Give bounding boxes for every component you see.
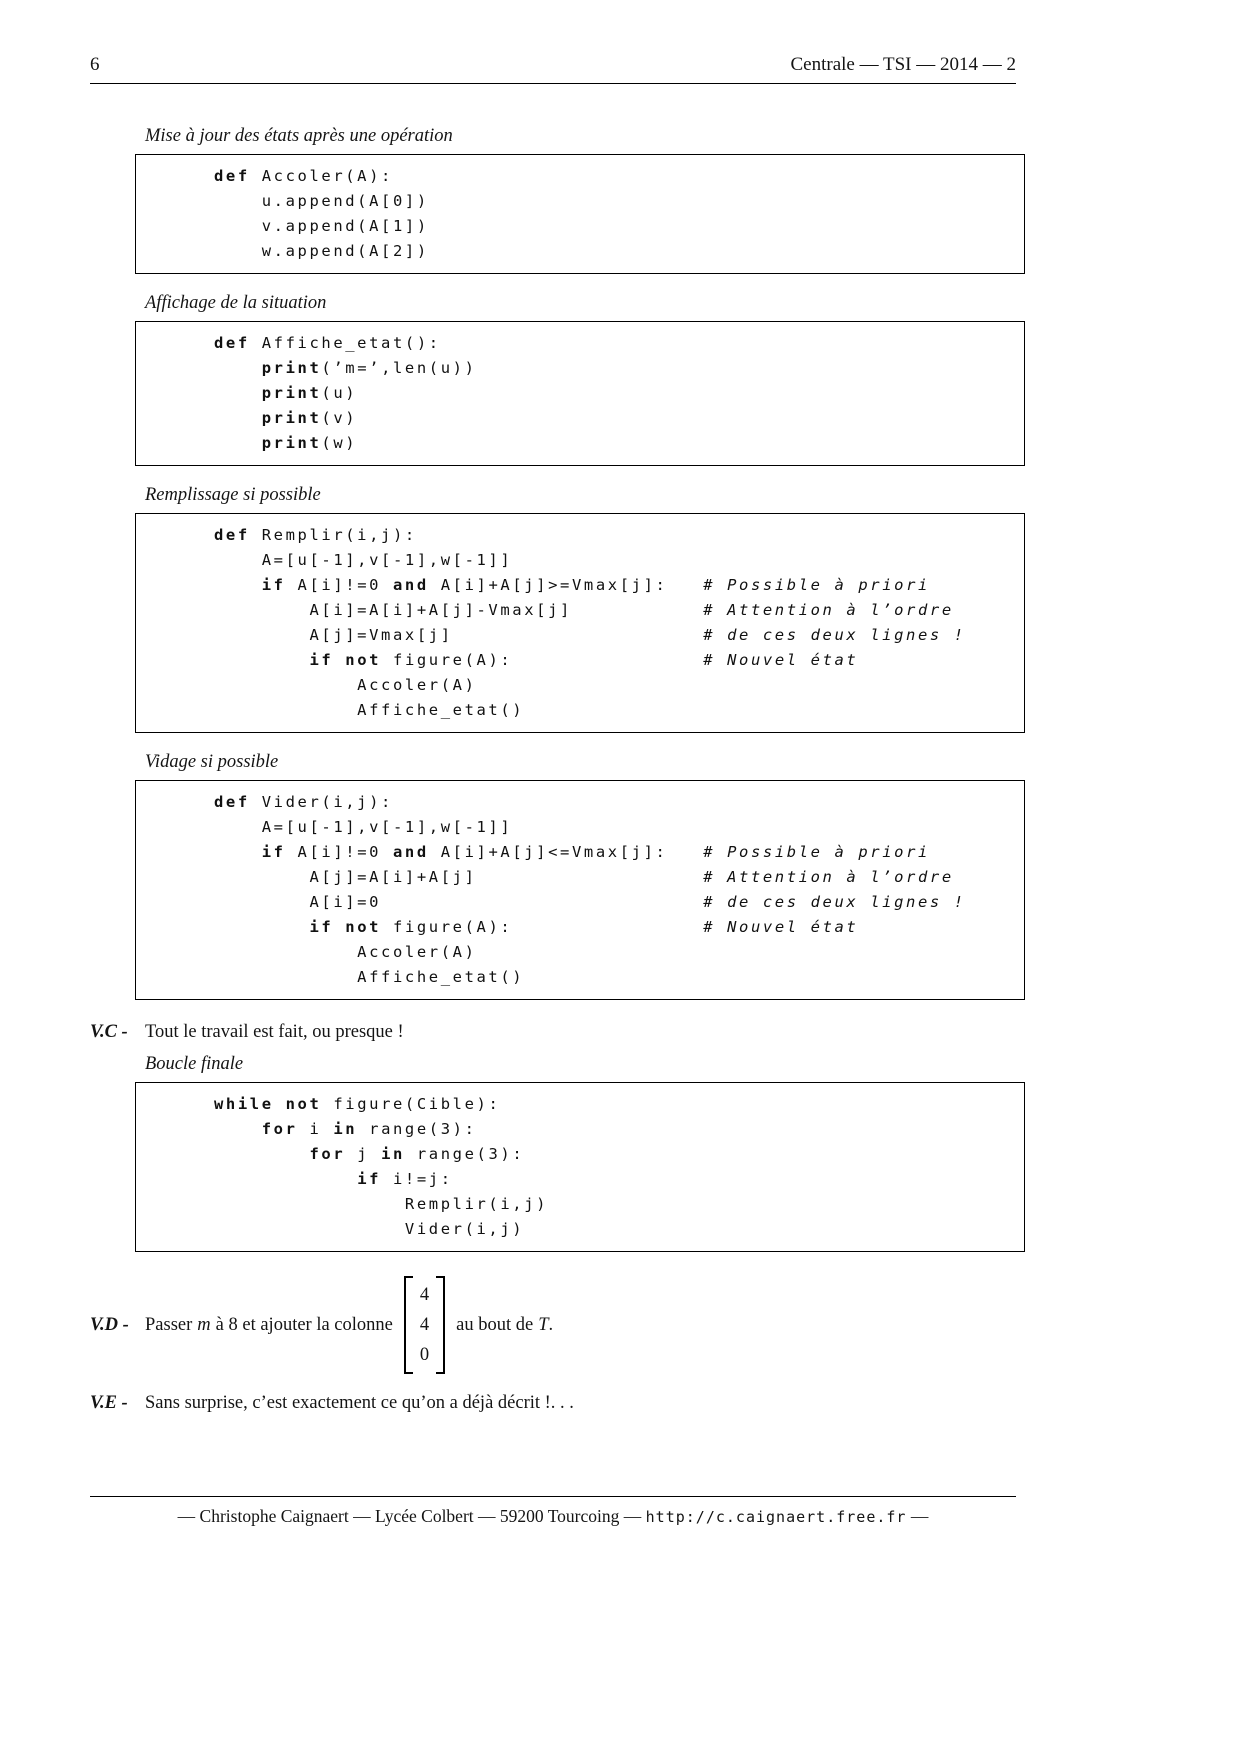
section-heading-remplissage: Remplissage si possible — [145, 485, 321, 505]
vector-left-bracket — [403, 1276, 413, 1374]
paragraph-text-ve: Sans surprise, c’est exactement ce qu’on… — [145, 1393, 574, 1413]
code-line: if not figure(A): # Nouvel état — [309, 918, 859, 936]
vd-text-part3: au bout de — [456, 1315, 534, 1335]
vd-variable-m: m — [197, 1315, 211, 1335]
vector-rows: 4 4 0 — [413, 1276, 436, 1374]
code-line: A[i]=A[i]+A[j]-Vmax[j] # Attention à l’o… — [214, 601, 954, 619]
paragraph-vc: V.C - Tout le travail est fait, ou presq… — [90, 1019, 1240, 1045]
page-header: 6 Centrale — TSI — 2014 — 2 — [90, 54, 1016, 84]
vd-text-part1: Passer — [145, 1315, 193, 1335]
vector-right-bracket — [436, 1276, 446, 1374]
footer-trailing-dash: — — [906, 1506, 929, 1526]
code-box-vider: def Vider(i,j): A=[u[-1],v[-1],w[-1]] if… — [135, 780, 1025, 1000]
code-line: print(u) — [261, 384, 358, 402]
code-line: A[i]=0 # de ces deux lignes ! — [214, 893, 966, 911]
code-box-boucle-finale: while not figure(Cible): for i in range(… — [135, 1082, 1025, 1252]
page-content: Mise à jour des états après une opératio… — [0, 126, 1240, 1425]
code-box-affiche-etat: def Affiche_etat(): print(’m=’,len(u)) p… — [135, 321, 1025, 466]
header-row: 6 Centrale — TSI — 2014 — 2 — [90, 54, 1016, 76]
paragraph-label-vd: V.D - — [90, 1315, 129, 1335]
vd-variable-t: T — [538, 1315, 549, 1335]
code-line: A[j]=A[i]+A[j] # Attention à l’ordre — [214, 868, 954, 886]
paragraph-label-ve: V.E - — [90, 1393, 128, 1413]
section-heading-accoler: Mise à jour des états après une opératio… — [145, 126, 453, 146]
code-line: for i in range(3): — [261, 1120, 477, 1138]
page-number: 6 — [90, 54, 100, 75]
code-line: A[j]=Vmax[j] # de ces deux lignes ! — [214, 626, 966, 644]
vd-text-part2: à 8 et ajouter la colonne — [215, 1315, 393, 1335]
code-line: while not figure(Cible): — [214, 1095, 501, 1113]
footer-rule — [90, 1496, 1016, 1497]
page-footer: — Christophe Caignaert — Lycée Colbert —… — [90, 1496, 1016, 1527]
code-line: print(’m=’,len(u)) — [261, 359, 477, 377]
code-line: w.append(A[2]) — [214, 242, 429, 260]
code-box-remplir: def Remplir(i,j): A=[u[-1],v[-1],w[-1]] … — [135, 513, 1025, 733]
code-box-accoler: def Accoler(A): u.append(A[0]) v.append(… — [135, 154, 1025, 274]
code-line: Accoler(A) — [214, 676, 477, 694]
code-line: Affiche_etat() — [214, 968, 525, 986]
footer-text: — Christophe Caignaert — Lycée Colbert —… — [90, 1506, 1016, 1527]
code-line: A=[u[-1],v[-1],w[-1]] — [214, 551, 513, 569]
code-line: print(w) — [261, 434, 358, 452]
vd-text-part4: . — [548, 1315, 554, 1335]
section-heading-affichage: Affichage de la situation — [145, 293, 327, 313]
footer-author-text: — Christophe Caignaert — Lycée Colbert —… — [177, 1506, 646, 1526]
code-line: if not figure(A): # Nouvel état — [309, 651, 859, 669]
code-line: def Remplir(i,j): — [214, 526, 417, 544]
paragraph-text-vc: Tout le travail est fait, ou presque ! — [145, 1022, 404, 1042]
document-title: Centrale — TSI — 2014 — 2 — [790, 54, 1016, 75]
section-heading-vidage: Vidage si possible — [145, 752, 279, 772]
paragraph-label-vc: V.C - — [90, 1022, 128, 1042]
code-line: if A[i]!=0 and A[i]+A[j]<=Vmax[j]: # Pos… — [261, 843, 930, 861]
code-line: if i!=j: — [357, 1170, 453, 1188]
code-line: if A[i]!=0 and A[i]+A[j]>=Vmax[j]: # Pos… — [261, 576, 930, 594]
footer-url: http://c.caignaert.free.fr — [645, 1508, 907, 1526]
code-line: def Affiche_etat(): — [214, 334, 441, 352]
code-line: for j in range(3): — [309, 1145, 525, 1163]
code-line: Accoler(A) — [214, 943, 477, 961]
vector-entry: 4 — [419, 1315, 430, 1335]
code-line: def Vider(i,j): — [214, 793, 393, 811]
paragraph-ve: V.E - Sans surprise, c’est exactement ce… — [90, 1390, 1240, 1416]
code-line: A=[u[-1],v[-1],w[-1]] — [214, 818, 513, 836]
code-line: def Accoler(A): — [214, 167, 393, 185]
section-heading-boucle-finale: Boucle finale — [145, 1054, 244, 1074]
vector-entry: 4 — [419, 1285, 430, 1305]
code-line: u.append(A[0]) — [214, 192, 429, 210]
header-rule — [90, 83, 1016, 84]
code-line: Affiche_etat() — [214, 701, 525, 719]
code-line: Vider(i,j) — [214, 1220, 525, 1238]
code-line: v.append(A[1]) — [214, 217, 429, 235]
column-vector: 4 4 0 — [403, 1276, 446, 1374]
code-line: Remplir(i,j) — [214, 1195, 549, 1213]
vector-entry: 0 — [419, 1345, 430, 1365]
code-line: print(v) — [261, 409, 358, 427]
